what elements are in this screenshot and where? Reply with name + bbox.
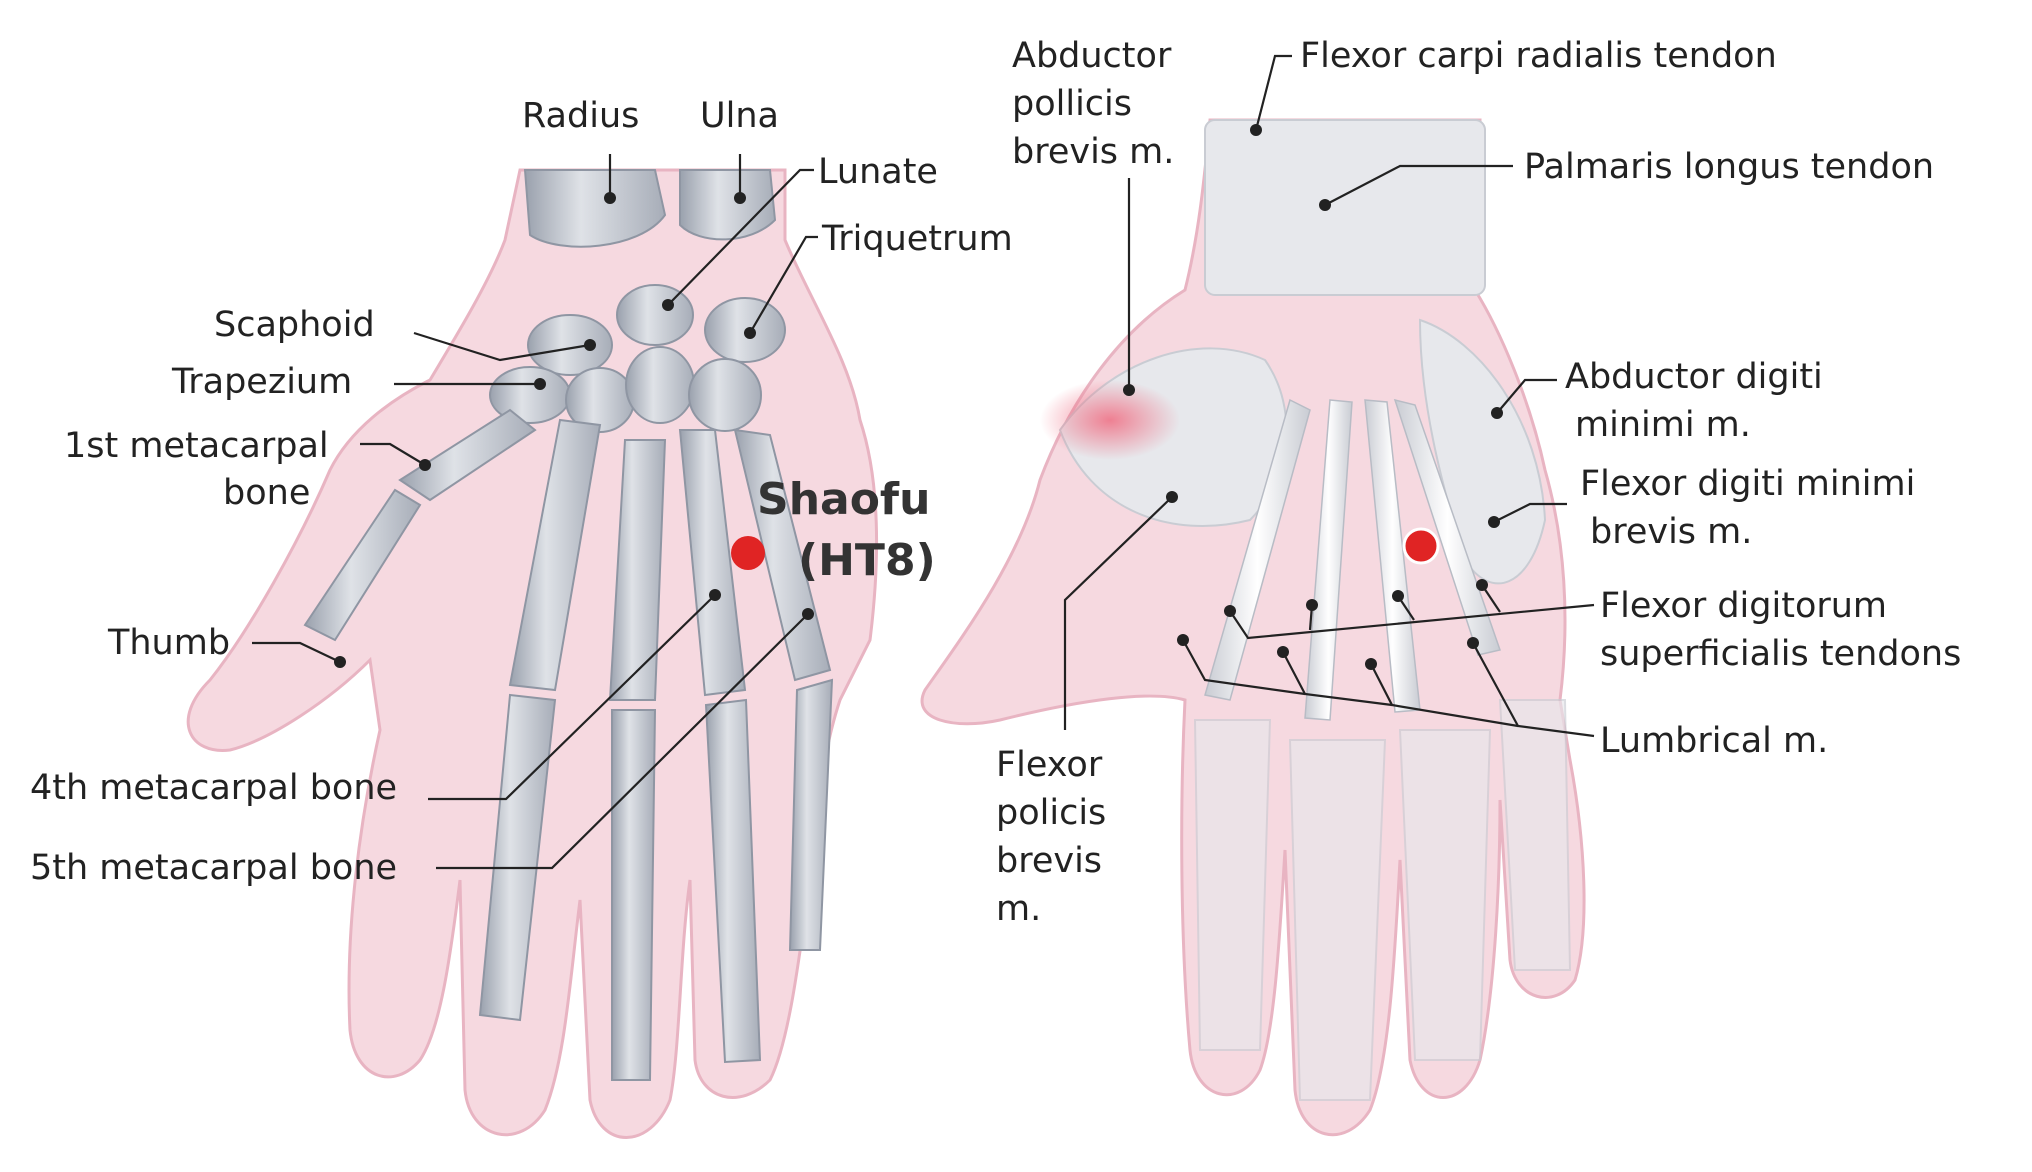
label-radius: Radius <box>522 96 639 136</box>
finger-ring <box>1398 729 1492 1061</box>
label-fifth-metacarpal: 5th metacarpal bone <box>30 848 397 888</box>
label-palmaris-longus: Palmaris longus tendon <box>1524 147 1934 187</box>
right-leader-lines <box>1063 54 1595 738</box>
left-hand-skeleton <box>186 168 879 1139</box>
label-abductor-digiti-1: Abductor digiti <box>1565 357 1823 397</box>
left-leader-lines <box>252 154 818 870</box>
label-thumb: Thumb <box>107 623 230 663</box>
label-flexor-pollicis-3: brevis <box>996 841 1102 881</box>
first-metacarpal <box>398 408 537 502</box>
label-flexor-digiti-minimi-1: Flexor digiti minimi <box>1580 464 1915 504</box>
capitate-bone <box>625 346 695 424</box>
shaofu-point-right <box>1402 527 1440 565</box>
label-ulna: Ulna <box>700 96 779 136</box>
tendon-little <box>1393 398 1501 656</box>
hamate-bone <box>688 358 762 432</box>
ring-phalanges <box>704 698 762 1064</box>
label-flexor-digiti-minimi-2: brevis m. <box>1590 512 1752 552</box>
label-flexor-pollicis-1: Flexor <box>996 745 1103 785</box>
label-scaphoid: Scaphoid <box>214 305 375 345</box>
label-first-metacarpal-1: 1st metacarpal <box>64 426 329 466</box>
left-labels: Radius Ulna Lunate Triquetrum Scaphoid T… <box>30 96 1013 888</box>
label-abductor-pollicis-2: pollicis <box>1012 84 1132 124</box>
ulna-bone <box>679 169 777 241</box>
thenar-highlight <box>1040 380 1180 460</box>
radius-bone <box>523 169 667 248</box>
scaphoid-bone <box>527 314 613 376</box>
shaofu-point-left <box>731 536 765 570</box>
little-phalanges <box>788 678 834 951</box>
label-flexor-digitorum-1: Flexor digitorum <box>1600 586 1887 626</box>
hypothenar-muscles <box>1418 318 1547 585</box>
label-flexor-digitorum-2: superficialis tendons <box>1600 634 1961 674</box>
tendon-index <box>1204 398 1311 701</box>
tendon-middle <box>1304 399 1353 721</box>
label-lunate: Lunate <box>818 152 938 192</box>
label-shaofu-code: (HT8) <box>798 535 936 586</box>
lunate-bone <box>616 284 694 346</box>
fourth-metacarpal <box>678 429 747 697</box>
label-abductor-pollicis-1: Abductor <box>1012 36 1172 76</box>
finger-little <box>1498 699 1572 971</box>
finger-index <box>1193 719 1272 1051</box>
label-flexor-pollicis-2: policis <box>996 793 1106 833</box>
flexor-retinaculum-band <box>1204 119 1486 296</box>
label-flexor-carpi-radialis: Flexor carpi radialis tendon <box>1300 36 1777 76</box>
right-hand-muscles <box>920 118 1586 1137</box>
finger-middle <box>1288 739 1387 1101</box>
label-abductor-pollicis-3: brevis m. <box>1012 132 1174 172</box>
label-abductor-digiti-2: minimi m. <box>1575 405 1751 445</box>
second-metacarpal <box>508 418 602 692</box>
label-trapezium: Trapezium <box>171 362 352 402</box>
label-flexor-pollicis-4: m. <box>996 889 1041 929</box>
label-shaofu-name: Shaofu <box>757 474 930 525</box>
middle-phalanges <box>611 709 657 1081</box>
label-triquetrum: Triquetrum <box>821 219 1013 259</box>
thumb-phalanx <box>303 488 422 642</box>
label-lumbrical: Lumbrical m. <box>1600 721 1828 761</box>
third-metacarpal <box>608 439 667 701</box>
label-first-metacarpal-2: bone <box>223 473 310 513</box>
right-labels: Abductor pollicis brevis m. Flexor carpi… <box>996 36 1961 929</box>
index-phalanges <box>478 693 557 1022</box>
label-fourth-metacarpal: 4th metacarpal bone <box>30 768 397 808</box>
